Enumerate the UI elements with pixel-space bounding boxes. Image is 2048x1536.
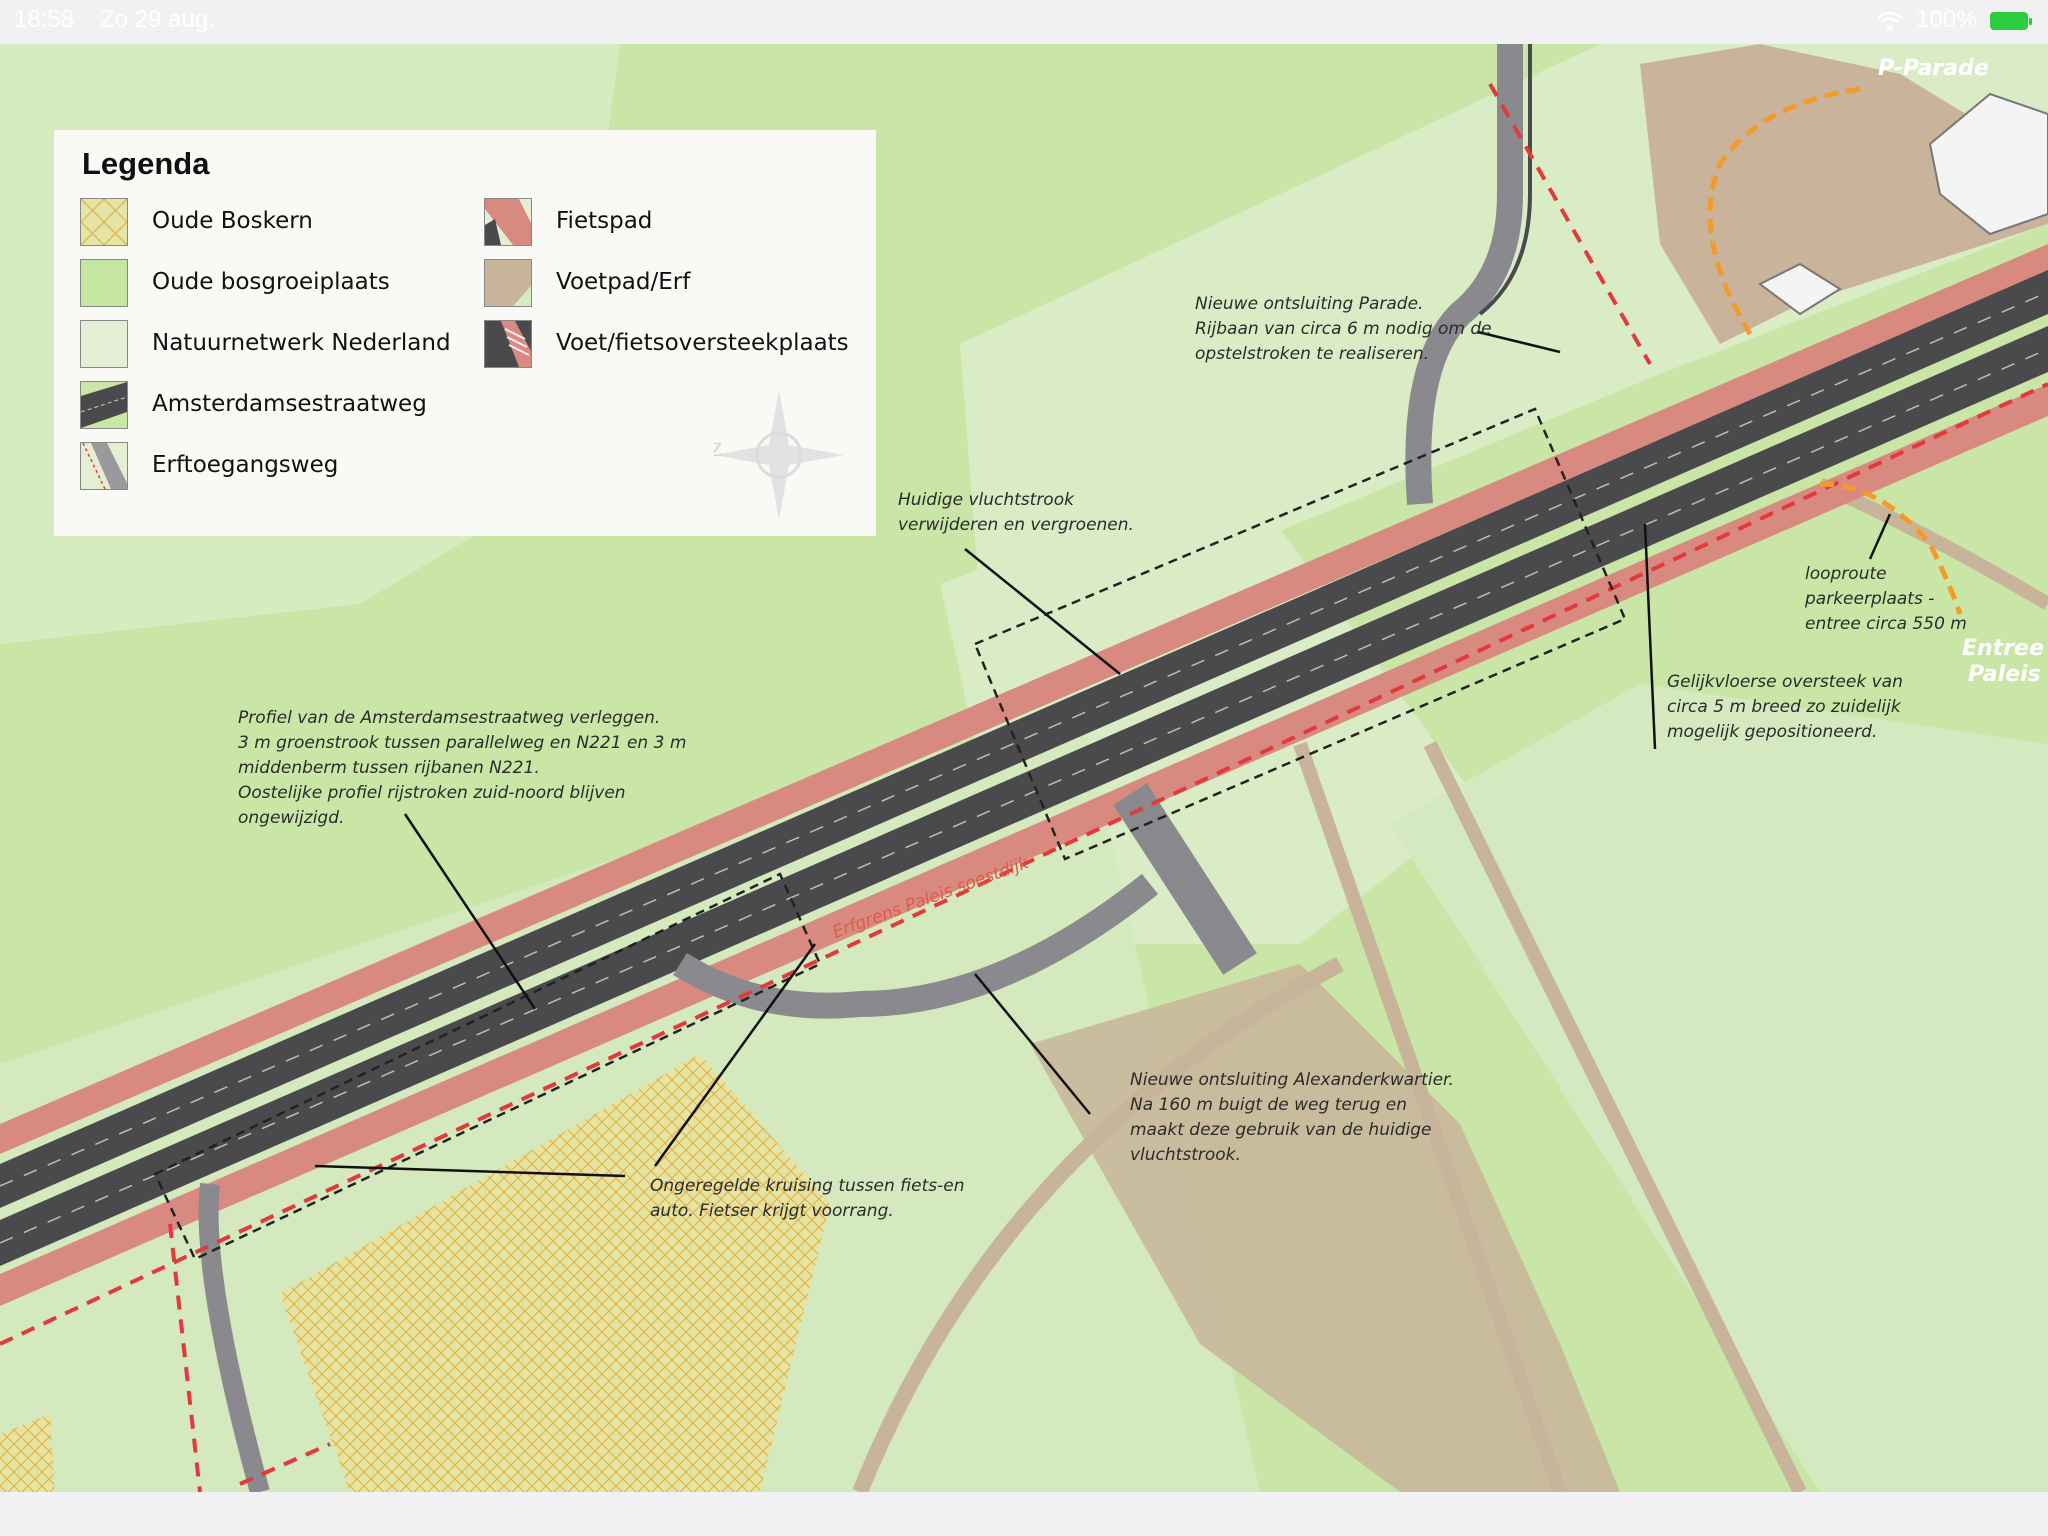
annotation-oversteek: Gelijkvloerse oversteek van circa 5 m br… <box>1667 672 1903 742</box>
legend-label: Oude bosgroeiplaats <box>152 269 390 295</box>
red-path-swatch-icon <box>484 198 532 246</box>
annotation-looproute: looproute parkeerplaats - entree circa 5… <box>1805 564 1967 634</box>
legend-label: Amsterdamsestraatweg <box>152 391 427 417</box>
green-swatch-icon <box>80 259 128 307</box>
building <box>1758 262 1842 316</box>
fietspad <box>0 384 2048 1306</box>
voetpad-erf-area <box>1030 964 1620 1492</box>
legend-label: Voet/fietsoversteekplaats <box>556 330 849 356</box>
voetpad <box>1423 740 1807 1492</box>
legend-title: Legenda <box>82 146 210 181</box>
intersection-box <box>973 407 1627 861</box>
wifi-icon <box>1877 11 1903 31</box>
status-time: 18:58 <box>14 6 75 33</box>
status-bar: 18:58 Zo 29 aug. 100% <box>0 0 2048 44</box>
entree-paleis-label-1: Entree <box>1962 636 2044 661</box>
looproute <box>1819 481 1963 615</box>
map-canvas[interactable]: Legenda Oude Boskern Oude bosgroeiplaats… <box>0 44 2048 1492</box>
amsterdamsestraatweg <box>0 326 2048 1266</box>
pale-green-swatch-icon <box>80 320 128 368</box>
voetpad-erf-area <box>1640 44 2048 344</box>
legend-label: Natuurnetwerk Nederland <box>152 330 451 356</box>
paleis-building <box>1928 92 2048 236</box>
hatched-yellow-swatch-icon <box>80 198 128 246</box>
erftoegangsweg-alexanderkwartier <box>673 873 1159 1019</box>
voetpad <box>852 956 1344 1492</box>
annotation-profiel: Profiel van de Amsterdamsestraatweg verl… <box>238 708 687 828</box>
oude-boskern-area <box>0 1414 55 1492</box>
legend-label: Erftoegangsweg <box>152 452 339 478</box>
erfgrens-line <box>239 1442 331 1486</box>
dark-road-swatch-icon <box>80 381 128 429</box>
compass-letter: Z <box>714 440 723 461</box>
legend-label: Voetpad/Erf <box>556 269 691 295</box>
annotation-alexanderkwartier: Nieuwe ontsluiting Alexanderkwartier. Na… <box>1130 1070 1454 1165</box>
erfgrens-line <box>1488 83 1652 365</box>
annotation-vluchtstrook: Huidige vluchtstrook verwijderen en verg… <box>898 490 1134 535</box>
natuurnetwerk-zone <box>1390 684 2048 1492</box>
erfgrens-line <box>168 1223 202 1492</box>
p-parade-label: P-Parade <box>1878 56 1989 81</box>
tan-swatch-icon <box>484 259 532 307</box>
battery-icon <box>1990 12 2032 30</box>
erftoegangsweg-parade <box>1478 44 1532 316</box>
looproute <box>1707 86 1861 336</box>
entree-paleis-label-2: Paleis <box>1968 662 2041 687</box>
legend-label: Oude Boskern <box>152 208 313 234</box>
map-drawing <box>0 44 2048 1492</box>
legend-label: Fietspad <box>556 208 653 234</box>
grey-road-swatch-icon <box>80 442 128 490</box>
fietspad <box>0 244 2048 1154</box>
erftoegangsweg-zuid <box>198 1182 270 1492</box>
annotation-parade: Nieuwe ontsluiting Parade. Rijbaan van c… <box>1195 294 1492 364</box>
erfgrens-line <box>0 382 2048 1346</box>
compass-icon: Z <box>714 390 844 520</box>
bottom-bar <box>0 1492 2048 1536</box>
status-date: Zo 29 aug. <box>100 6 215 33</box>
erftoegangsweg-parade <box>1405 44 1523 505</box>
annotation-kruising: Ongeregelde kruising tussen fiets-en aut… <box>650 1176 965 1221</box>
oude-boskern-area <box>280 1054 830 1492</box>
legend-panel: Legenda Oude Boskern Oude bosgroeiplaats… <box>54 130 876 536</box>
voetpad <box>1293 741 1567 1492</box>
battery-percent: 100% <box>1916 6 1978 33</box>
crossing-swatch-icon <box>484 320 532 368</box>
